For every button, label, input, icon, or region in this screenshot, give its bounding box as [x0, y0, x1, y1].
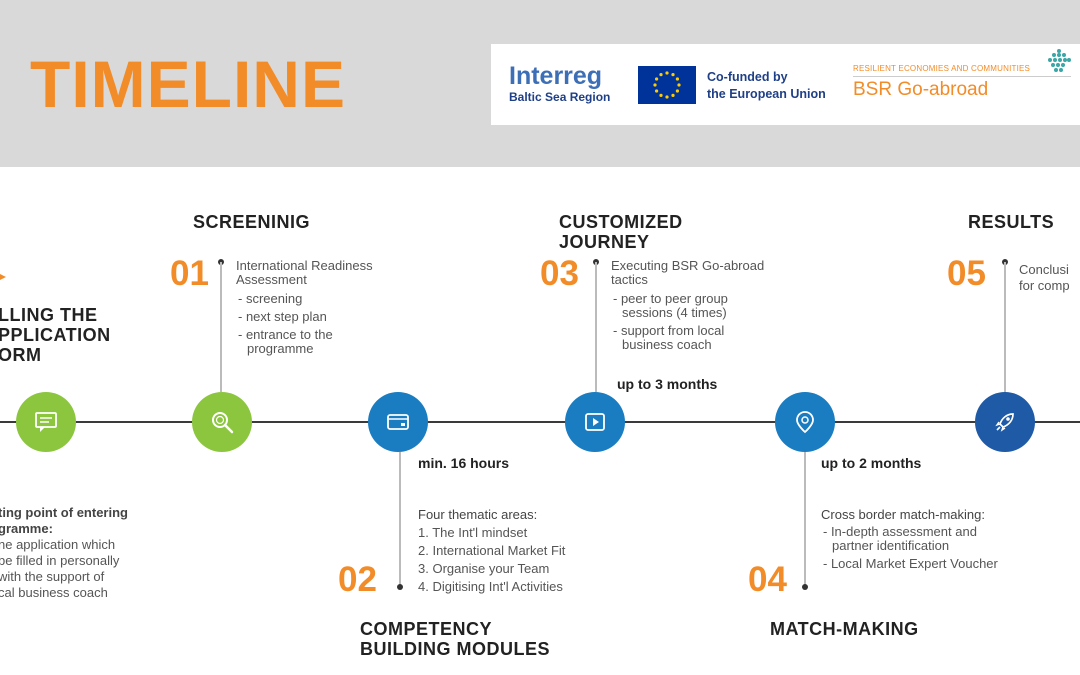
matchmaking-heading: MATCH-MAKING: [770, 619, 919, 639]
competency-connector: [399, 452, 401, 586]
filling-heading: LLING THE PPLICATION ORM: [0, 305, 111, 365]
cofunded-line1: Co-funded by: [707, 70, 788, 84]
results-text: Conclusi for comp: [1019, 262, 1080, 294]
competency-connector-dot: [397, 584, 403, 590]
list-item: - next step plan: [238, 309, 327, 324]
arrow-icon: [0, 274, 6, 280]
list-item: - support from local business coach: [613, 323, 725, 352]
filling-note-title-line1: ting point of entering: [0, 505, 128, 520]
journey-connector: [595, 262, 597, 392]
list-item: 1. The Int'l mindset: [418, 525, 528, 540]
filling-heading-line1: LLING THE: [0, 305, 98, 325]
screening-connector: [220, 262, 222, 392]
filling-heading-line2: PPLICATION: [0, 325, 111, 345]
screening-heading: SCREENINIG: [193, 212, 311, 232]
eu-flag-icon: [638, 66, 696, 104]
play-icon: [585, 413, 605, 431]
page-title: TIMELINE: [30, 47, 346, 121]
results-text-line1: Conclusi: [1019, 262, 1069, 277]
location-pin-icon: [796, 411, 814, 434]
journey-heading-line1: CUSTOMIZED: [559, 212, 683, 232]
list-item: - peer to peer group sessions (4 times): [613, 291, 728, 320]
results-connector: [1004, 262, 1006, 392]
cofunded-text: Co-funded by the European Union: [707, 69, 826, 103]
list-item: 2. International Market Fit: [418, 543, 566, 558]
list-item: 4. Digitising Int'l Activities: [418, 579, 563, 594]
bsr-dots-icon: [1046, 48, 1072, 74]
cofunded-line2: the European Union: [707, 87, 826, 101]
interreg-word: Interreg: [509, 62, 603, 90]
journey-subtitle: Executing BSR Go-abroad tactics: [611, 258, 765, 287]
filling-note-line3: with the support of: [0, 569, 105, 584]
matchmaking-list: - In-depth assessment and partner identi…: [821, 525, 1021, 575]
competency-intro: Four thematic areas:: [418, 507, 538, 522]
competency-heading-line2: BUILDING MODULES: [360, 639, 550, 659]
list-item: - In-depth assessment and partner identi…: [823, 524, 977, 553]
screening-subtitle: International Readiness Assessment: [236, 258, 373, 287]
rocket-icon: [995, 413, 1014, 432]
competency-node: [368, 392, 428, 452]
screening-list: - screening - next step plan - entrance …: [236, 292, 386, 360]
card-icon: [387, 414, 409, 430]
list-item: 3. Organise your Team: [418, 561, 550, 576]
filling-note-title: ting point of entering gramme:: [0, 505, 128, 537]
matchmaking-intro: Cross border match-making:: [821, 507, 985, 522]
competency-heading-line1: COMPETENCY: [360, 619, 493, 639]
list-item: - entrance to the programme: [238, 327, 333, 356]
list-item: - screening: [238, 291, 303, 306]
results-node: [975, 392, 1035, 452]
journey-list: - peer to peer group sessions (4 times) …: [611, 292, 771, 356]
logo-strip: Interreg Baltic Sea Region Co-funded by …: [491, 44, 1080, 125]
journey-heading: CUSTOMIZED JOURNEY: [559, 212, 683, 252]
journey-heading-line2: JOURNEY: [559, 232, 650, 252]
screening-number: 01: [170, 254, 209, 293]
interreg-logo: Interreg Baltic Sea Region: [509, 62, 610, 104]
filling-note-line4: cal business coach: [0, 585, 108, 600]
filling-note-title-line2: gramme:: [0, 521, 53, 536]
timeline-line: [0, 421, 1080, 423]
header-band: TIMELINE Interreg Baltic Sea Region Co-f…: [0, 0, 1080, 167]
screening-node: [192, 392, 252, 452]
journey-node: [565, 392, 625, 452]
bsr-divider: [853, 76, 1071, 77]
search-icon: [212, 412, 234, 434]
filling-note: ne application which be filled in person…: [0, 537, 119, 601]
filling-note-line1: ne application which: [0, 537, 116, 552]
matchmaking-number: 04: [748, 560, 787, 599]
matchmaking-connector: [804, 452, 806, 586]
results-number: 05: [947, 254, 986, 293]
matchmaking-duration: up to 2 months: [821, 455, 922, 471]
competency-number: 02: [338, 560, 377, 599]
competency-heading: COMPETENCY BUILDING MODULES: [360, 619, 550, 659]
competency-duration: min. 16 hours: [418, 455, 510, 471]
filling-note-line2: be filled in personally: [0, 553, 120, 568]
chat-icon: [35, 412, 57, 432]
bsr-name: BSR Go-abroad: [853, 79, 989, 100]
matchmaking-connector-dot: [802, 584, 808, 590]
competency-list: 1. The Int'l mindset 2. International Ma…: [418, 524, 565, 596]
matchmaking-node: [775, 392, 835, 452]
results-heading: RESULTS: [968, 212, 1055, 232]
journey-duration: up to 3 months: [617, 376, 718, 392]
filling-node: [16, 392, 76, 452]
bsr-tagline: RESILIENT ECONOMIES AND COMMUNITIES: [853, 64, 1031, 73]
results-text-line2: for comp: [1019, 278, 1070, 293]
list-item: - Local Market Expert Voucher: [823, 556, 998, 571]
journey-number: 03: [540, 254, 579, 293]
interreg-sub: Baltic Sea Region: [509, 90, 611, 104]
filling-heading-line3: ORM: [0, 345, 42, 365]
